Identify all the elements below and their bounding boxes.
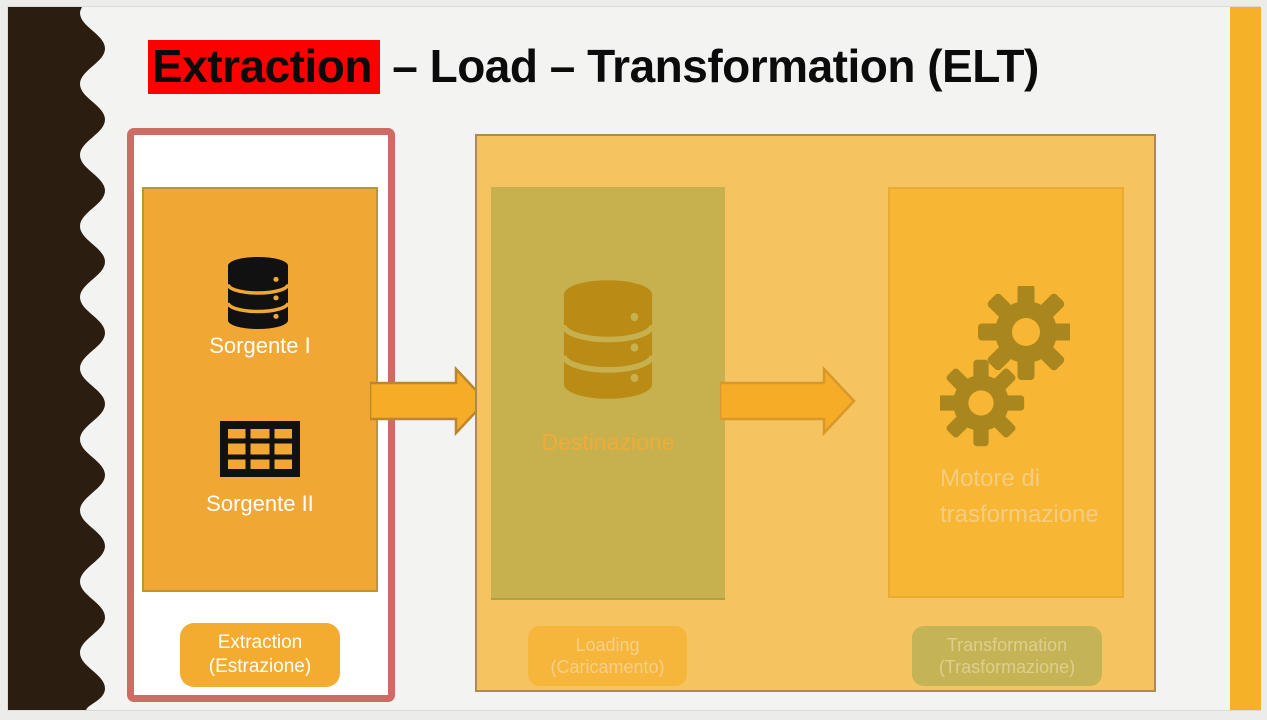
destination-box: Destinazione (491, 187, 725, 600)
transformation-button-line2: (Trasformazione) (938, 657, 1076, 677)
title-highlight: Extraction (148, 40, 380, 94)
title-rest: – Load – Transformation (ELT) (379, 40, 1039, 92)
right-accent-bar (1230, 7, 1261, 710)
engine-label-line1: Motore di (940, 465, 1041, 492)
flow-arrow-2 (720, 366, 856, 436)
transform-engine-label: Motore di trasformazione (940, 461, 1099, 533)
transformation-button[interactable]: Transformation (Trasformazione) (912, 626, 1102, 686)
source-1-label: Sorgente I (209, 333, 311, 358)
database-icon (561, 280, 655, 399)
extraction-button-line2: (Estrazione) (208, 656, 312, 677)
transformation-button-line1: Transformation (946, 634, 1068, 655)
loading-button-line2: (Caricamento) (550, 657, 665, 677)
extraction-button[interactable]: Extraction (Estrazione) (180, 623, 340, 687)
database-icon (226, 256, 290, 330)
flow-arrow-1 (370, 366, 488, 436)
destination-label: Destinazione (541, 429, 675, 455)
wave-decoration (8, 7, 105, 710)
engine-label-line2: trasformazione (940, 501, 1099, 528)
table-icon (220, 421, 300, 477)
sources-box: Sorgente I Sorgente II (142, 187, 378, 592)
extraction-panel: Sorgente I Sorgente II Extraction (Estra… (127, 128, 395, 702)
pipeline-container: Destinazione (475, 134, 1156, 692)
transform-engine-box: Motore di trasformazione (888, 187, 1124, 598)
gears-icon (940, 286, 1070, 447)
extraction-button-line1: Extraction (217, 632, 303, 654)
loading-button-line1: Loading (575, 634, 640, 655)
page-title: Extraction – Load – Transformation (ELT) (148, 36, 1039, 96)
source-2-label: Sorgente II (206, 491, 314, 516)
loading-button[interactable]: Loading (Caricamento) (528, 626, 687, 686)
